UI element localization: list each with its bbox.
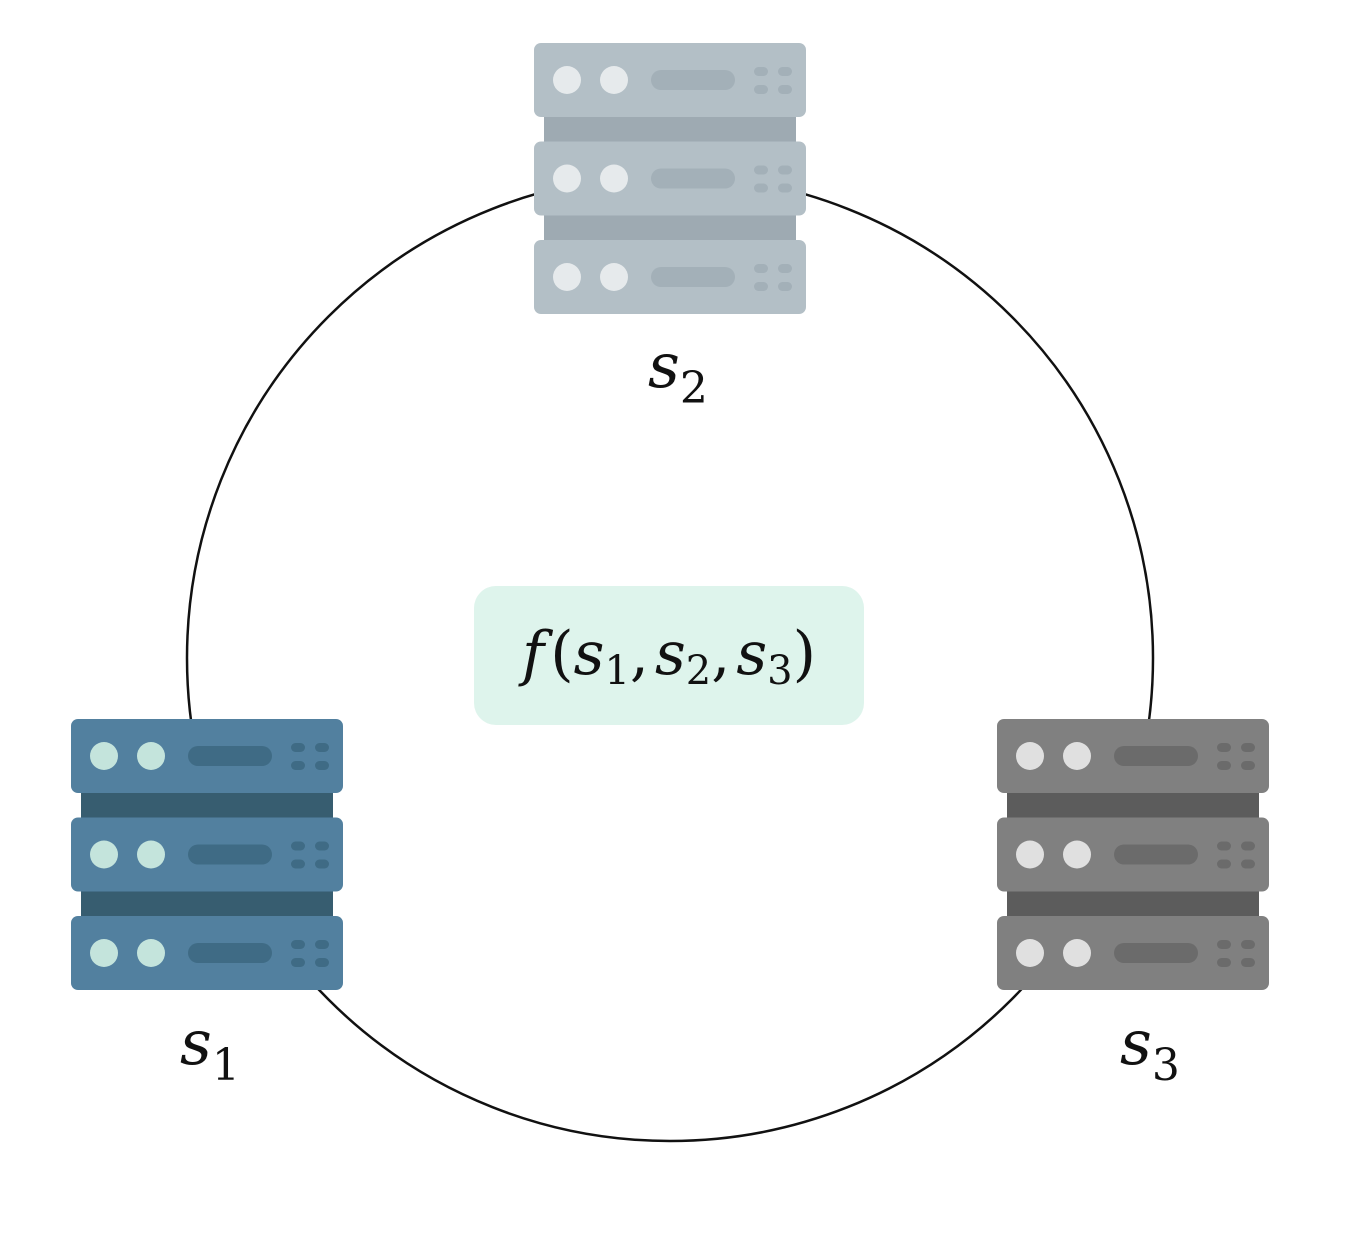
vent-icon <box>1241 761 1255 770</box>
drive-slot <box>188 746 272 766</box>
vent-icon <box>315 761 329 770</box>
arg-2-sub: 2 <box>686 648 711 694</box>
server-s2-icon <box>534 43 806 314</box>
vent-icon <box>1217 761 1231 770</box>
status-light-icon <box>600 164 628 193</box>
vent-icon <box>778 85 792 94</box>
server-connector <box>1007 791 1259 820</box>
vent-icon <box>778 264 792 273</box>
status-light-icon <box>600 66 628 94</box>
drive-slot <box>1114 844 1198 865</box>
vent-icon <box>1217 841 1231 851</box>
server-s1-label-var: s <box>180 1006 212 1079</box>
server-s1-icon <box>71 719 343 990</box>
status-light-icon <box>90 840 118 869</box>
separator-2: , <box>711 619 730 689</box>
vent-icon <box>1241 940 1255 949</box>
server-s2-label: s2 <box>648 329 708 414</box>
status-light-icon <box>1016 840 1044 869</box>
vent-icon <box>754 165 768 175</box>
vent-icon <box>315 841 329 851</box>
vent-icon <box>315 859 329 869</box>
drive-slot <box>188 844 272 865</box>
drive-slot <box>188 943 272 963</box>
server-s3-label-var: s <box>1120 1006 1152 1079</box>
status-light-icon <box>553 263 581 291</box>
vent-icon <box>1241 958 1255 967</box>
server-s3-label: s3 <box>1120 1006 1180 1091</box>
server-s2-label-sub: 2 <box>680 363 708 414</box>
separator-1: , <box>630 619 649 689</box>
server-connector <box>81 889 333 918</box>
status-light-icon <box>1063 742 1091 770</box>
server-s1-label-sub: 1 <box>212 1040 240 1091</box>
vent-icon <box>754 85 768 94</box>
status-light-icon <box>90 742 118 770</box>
vent-icon <box>291 743 305 752</box>
vent-icon <box>1217 958 1231 967</box>
vent-icon <box>754 264 768 273</box>
server-s3-label-sub: 3 <box>1152 1040 1180 1091</box>
drive-slot <box>651 168 735 189</box>
status-light-icon <box>1063 939 1091 967</box>
server-s1-label: s1 <box>180 1006 240 1091</box>
function-box <box>474 586 864 725</box>
server-connector <box>544 115 796 144</box>
vent-icon <box>1217 743 1231 752</box>
arg-1-sub: 1 <box>604 648 629 694</box>
server-s3-icon <box>997 719 1269 990</box>
vent-icon <box>1241 859 1255 869</box>
arg-2-var: s <box>655 619 686 689</box>
arg-3-var: s <box>736 619 767 689</box>
open-paren: ( <box>550 619 573 689</box>
status-light-icon <box>137 840 165 869</box>
status-light-icon <box>137 742 165 770</box>
arg-1-var: s <box>574 619 605 689</box>
vent-icon <box>315 743 329 752</box>
vent-icon <box>291 958 305 967</box>
vent-icon <box>1217 940 1231 949</box>
vent-icon <box>778 183 792 193</box>
status-light-icon <box>1016 939 1044 967</box>
status-light-icon <box>553 164 581 193</box>
status-light-icon <box>1063 840 1091 869</box>
vent-icon <box>315 958 329 967</box>
vent-icon <box>778 165 792 175</box>
vent-icon <box>291 940 305 949</box>
server-s2-label-var: s <box>648 329 680 402</box>
status-light-icon <box>90 939 118 967</box>
drive-slot <box>651 267 735 287</box>
server-connector <box>81 791 333 820</box>
arg-3-sub: 3 <box>767 648 792 694</box>
vent-icon <box>754 67 768 76</box>
vent-icon <box>1241 743 1255 752</box>
server-connector <box>544 213 796 242</box>
status-light-icon <box>600 263 628 291</box>
vent-icon <box>1217 859 1231 869</box>
server-connector <box>1007 889 1259 918</box>
vent-icon <box>754 183 768 193</box>
status-light-icon <box>553 66 581 94</box>
drive-slot <box>1114 746 1198 766</box>
vent-icon <box>778 282 792 291</box>
drive-slot <box>651 70 735 90</box>
vent-icon <box>291 841 305 851</box>
drive-slot <box>1114 943 1198 963</box>
vent-icon <box>291 761 305 770</box>
vent-icon <box>754 282 768 291</box>
vent-icon <box>291 859 305 869</box>
close-paren: ) <box>793 619 816 689</box>
status-light-icon <box>137 939 165 967</box>
status-light-icon <box>1016 742 1044 770</box>
vent-icon <box>1241 841 1255 851</box>
vent-icon <box>315 940 329 949</box>
vent-icon <box>778 67 792 76</box>
